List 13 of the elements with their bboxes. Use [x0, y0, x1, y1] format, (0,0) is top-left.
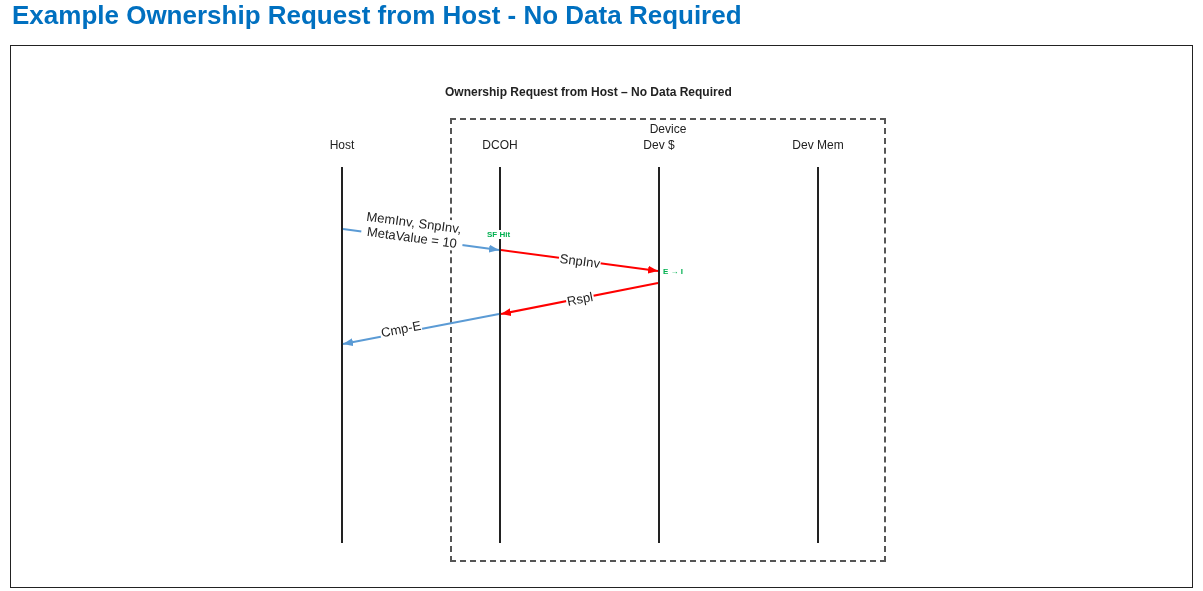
lifeline-header: Dev $ [642, 138, 676, 152]
page-title: Example Ownership Request from Host - No Data Required [12, 0, 742, 31]
message-arrow [500, 249, 659, 274]
message-arrow [342, 313, 500, 347]
diagram-heading: Ownership Request from Host – No Data Required [445, 85, 732, 99]
message-arrow [500, 282, 659, 316]
lifeline-header: Host [328, 138, 356, 152]
group-heading: Device [648, 122, 688, 136]
lifeline-header: Dev Mem [791, 138, 845, 152]
state-note: SF Hit [486, 230, 512, 239]
edge-label: Rspl [564, 288, 595, 309]
state-note: E → I [663, 267, 683, 276]
lifeline-header: DCOH [481, 138, 519, 152]
